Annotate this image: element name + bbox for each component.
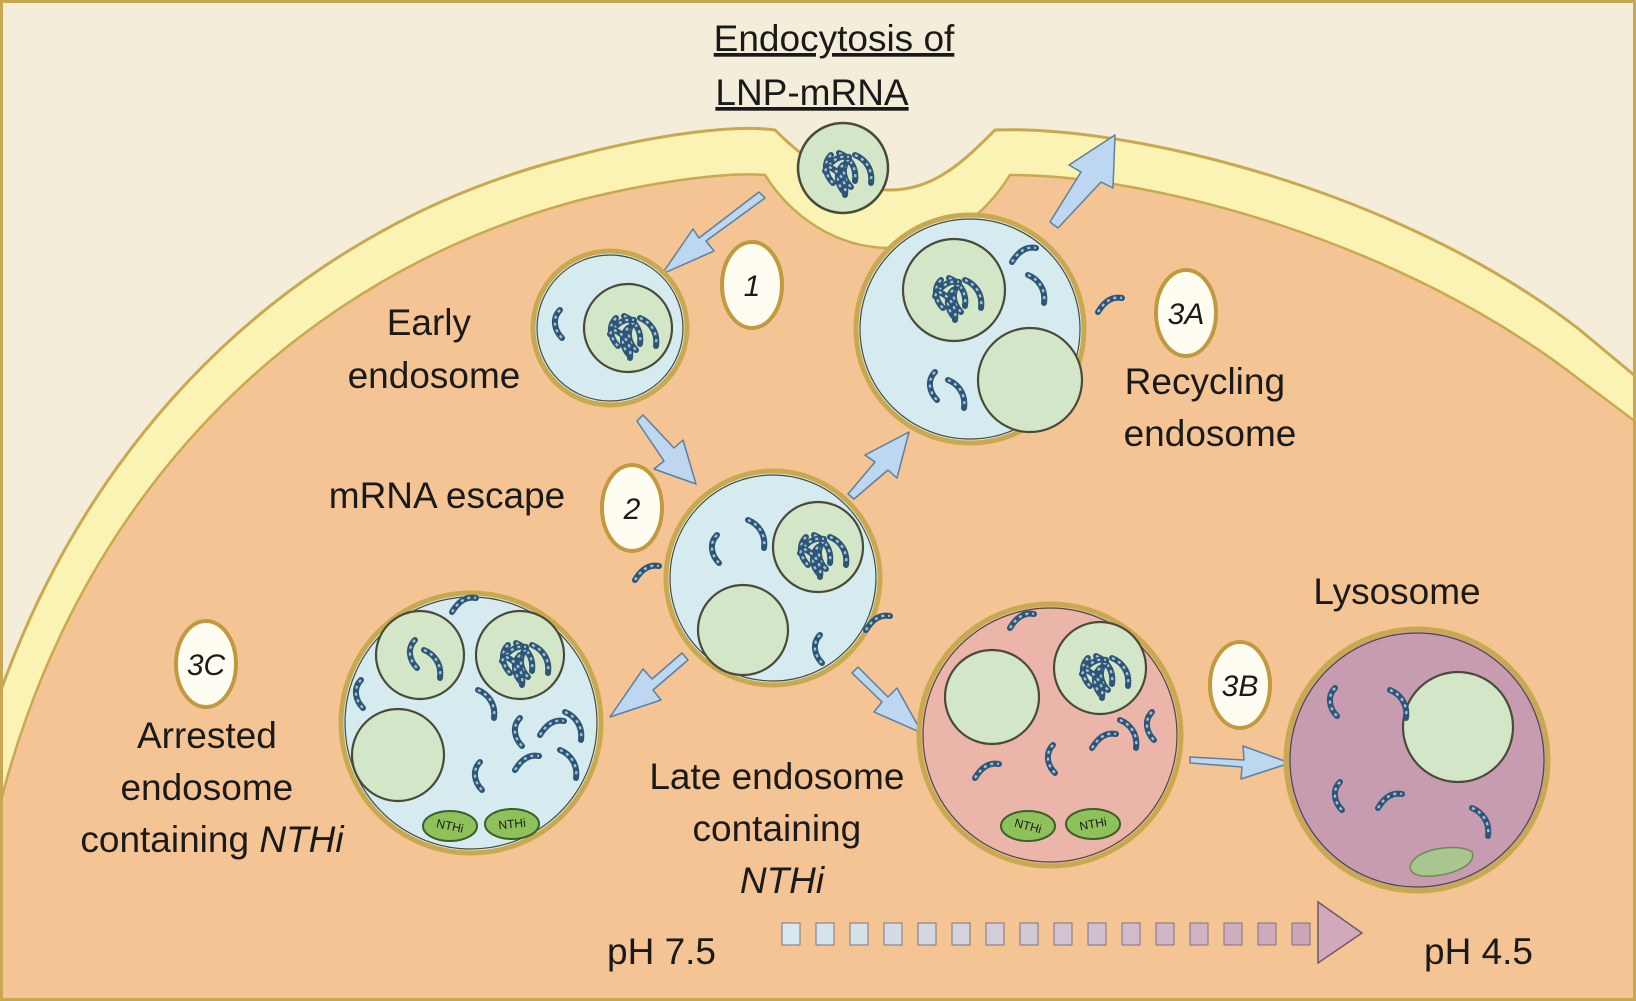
ph-gradient-step — [1121, 922, 1141, 946]
step-badge-3a: 3A — [1154, 268, 1218, 358]
ph-gradient: pH 7.5 pH 4.5 — [607, 900, 1533, 972]
ph-gradient-step — [985, 922, 1005, 946]
ph-gradient-step — [1189, 922, 1209, 946]
ph-start-label: pH 7.5 — [607, 931, 716, 972]
title: Endocytosis of LNP-mRNA — [714, 18, 955, 113]
step-badge-2: 2 — [600, 463, 664, 553]
ph-gradient-step — [1155, 922, 1175, 946]
nthi-bacterium: NTHi — [1065, 808, 1121, 840]
arrow-late-to-recycling — [847, 431, 910, 500]
step-badge-1: 1 — [720, 240, 784, 330]
recycling-endosome — [853, 212, 1122, 446]
step-badge-3b: 3B — [1208, 640, 1272, 730]
ph-gradient-step — [1257, 922, 1277, 946]
nthi-bacterium: NTHi — [1000, 810, 1056, 842]
ph-gradient-step — [883, 922, 903, 946]
ph-gradient-step — [1291, 922, 1311, 946]
arrested-endosome: NTHi NTHi — [338, 590, 604, 856]
arrow-late-to-late2 — [851, 666, 923, 734]
ph-gradient-step — [1053, 922, 1073, 946]
svg-text:3B: 3B — [1222, 670, 1259, 703]
label-late-endosome: Late endosome containing NTHi — [649, 756, 914, 901]
ph-gradient-step — [951, 922, 971, 946]
nthi-bacterium: NTHi — [484, 808, 540, 840]
arrow-endocytosis-to-early — [661, 191, 766, 275]
arrow-to-lysosome — [1189, 745, 1291, 780]
svg-text:NTHi: NTHi — [1078, 815, 1107, 834]
label-recycling-endosome: Recycling endosome — [1124, 361, 1297, 454]
svg-text:NTHi: NTHi — [1013, 816, 1043, 837]
label-mrna-escape: mRNA escape — [329, 475, 566, 516]
label-arrested-endosome: Arrested endosome containing NTHi — [80, 715, 345, 860]
ph-gradient-arrow — [1317, 900, 1364, 965]
ph-gradient-step — [1019, 922, 1039, 946]
arrow-late-to-arrested — [609, 652, 689, 718]
svg-text:1: 1 — [744, 270, 761, 303]
ph-gradient-step — [1087, 922, 1107, 946]
ph-gradient-step — [917, 922, 937, 946]
arrow-recycling-out — [1049, 134, 1116, 229]
lysosome — [1283, 626, 1551, 894]
svg-text:NTHi: NTHi — [435, 816, 465, 835]
ph-end-label: pH 4.5 — [1424, 931, 1533, 972]
ph-gradient-step — [849, 922, 869, 946]
ph-gradient-step — [1223, 922, 1243, 946]
svg-text:3C: 3C — [187, 649, 226, 682]
late-endosome-nthi: NTHi NTHi — [916, 601, 1184, 869]
svg-text:2: 2 — [623, 493, 641, 526]
ph-gradient-step — [781, 922, 801, 946]
lnp-particle — [796, 121, 890, 215]
label-lysosome: Lysosome — [1313, 571, 1480, 612]
svg-text:3A: 3A — [1168, 298, 1205, 331]
label-early-endosome: Early endosome — [348, 302, 521, 396]
early-endosome — [530, 248, 690, 408]
ph-gradient-bar — [781, 922, 1311, 946]
nthi-bacterium: NTHi — [422, 810, 478, 842]
step-badge-3c: 3C — [174, 619, 238, 709]
arrow-early-to-late — [636, 414, 697, 485]
late-endosome-center — [635, 468, 890, 688]
svg-text:NTHi: NTHi — [498, 816, 527, 833]
svg-text:LNP-mRNA: LNP-mRNA — [715, 72, 909, 113]
svg-text:Endocytosis of: Endocytosis of — [714, 18, 955, 59]
ph-gradient-step — [815, 922, 835, 946]
